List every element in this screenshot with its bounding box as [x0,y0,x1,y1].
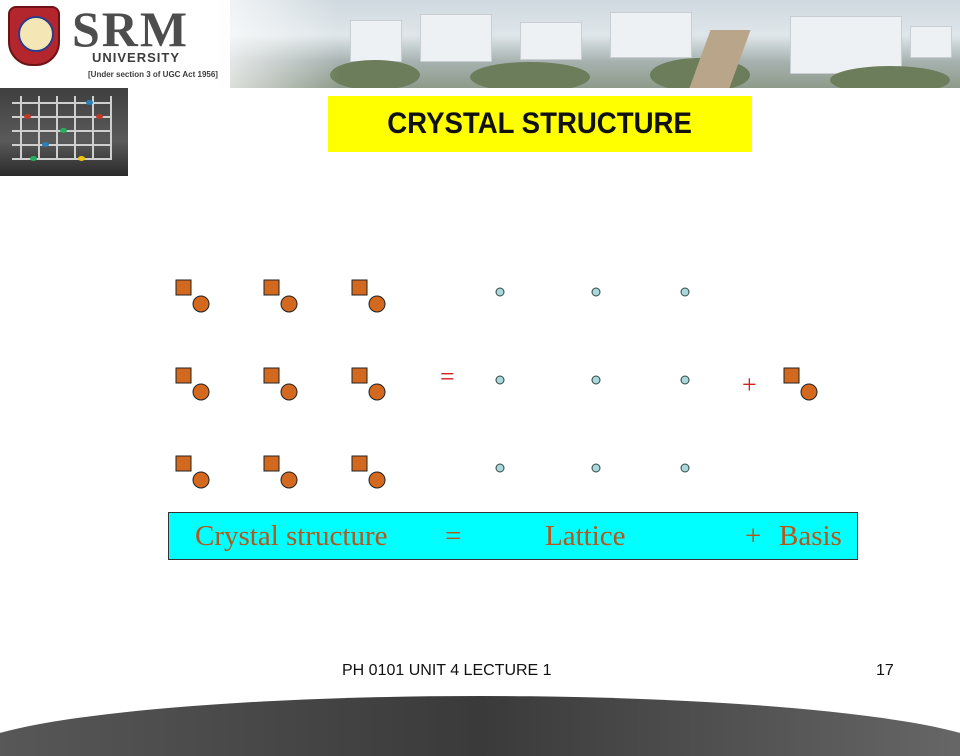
equation-bar: Crystal structure = Lattice + Basis [168,512,858,560]
lattice-point [591,375,601,385]
crystal-basis-square-atom [175,455,192,472]
term-plus: + [745,520,762,552]
crystal-basis-round-atom [192,471,210,489]
slide-title: CRYSTAL STRUCTURE [387,107,693,140]
lattice-point [680,287,690,297]
campus-photo [230,0,960,88]
slide-title-box: CRYSTAL STRUCTURE [328,96,752,152]
crystal-basis-round-atom [368,471,386,489]
term-basis: Basis [779,520,842,552]
plus-operator: + [742,370,757,399]
term-lattice: Lattice [545,520,626,552]
university-seal-icon [8,6,60,66]
term-equals: = [445,520,462,552]
lattice-point [680,463,690,473]
crystal-basis-square-atom [263,279,280,296]
crystal-basis-square-atom [351,279,368,296]
basis-unit-round-atom [800,383,818,401]
footer-page-number: 17 [876,662,894,679]
crystal-basis-square-atom [263,367,280,384]
crystal-basis-round-atom [192,383,210,401]
equals-operator: = [440,362,455,391]
university-logo-sub: UNIVERSITY [92,50,181,65]
crystal-basis-square-atom [351,367,368,384]
footer-decoration [0,696,960,756]
lattice-point [591,463,601,473]
university-logo-note: [Under section 3 of UGC Act 1956] [88,70,218,79]
header-banner: SRM UNIVERSITY [Under section 3 of UGC A… [0,0,960,88]
crystal-basis-round-atom [192,295,210,313]
basis-unit-square-atom [783,367,800,384]
term-crystal-structure: Crystal structure [195,520,388,552]
lattice-point [591,287,601,297]
crystal-basis-round-atom [368,383,386,401]
lattice-point [495,375,505,385]
crystal-basis-square-atom [351,455,368,472]
crystal-basis-round-atom [368,295,386,313]
crystal-basis-square-atom [263,455,280,472]
lattice-point [680,375,690,385]
crystal-basis-round-atom [280,383,298,401]
footer-lecture: PH 0101 UNIT 4 LECTURE 1 [342,662,552,679]
crystal-basis-square-atom [175,279,192,296]
crystal-basis-round-atom [280,471,298,489]
crystal-model-photo [0,88,128,176]
lattice-point [495,287,505,297]
crystal-basis-square-atom [175,367,192,384]
crystal-basis-round-atom [280,295,298,313]
lattice-point [495,463,505,473]
university-logo-name: SRM [72,1,190,57]
